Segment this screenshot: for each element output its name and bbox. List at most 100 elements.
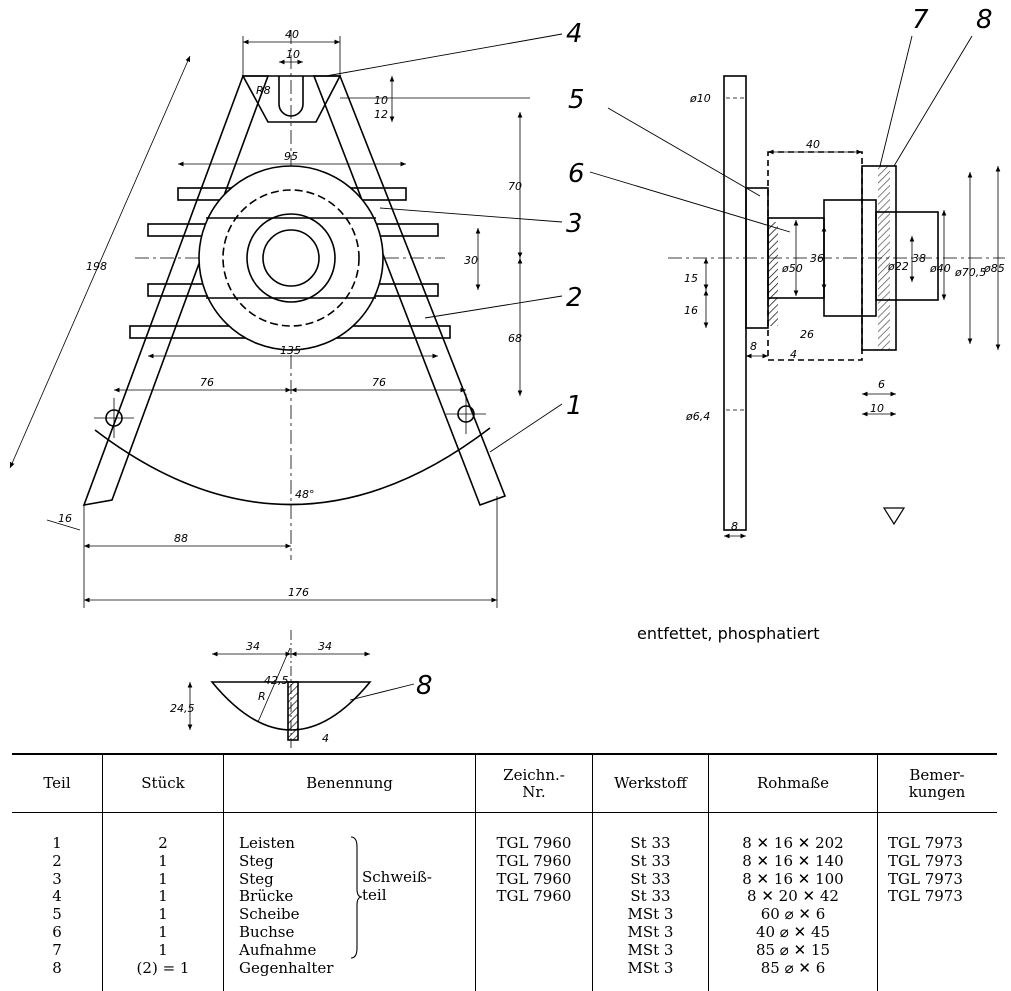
cell-werkstoff: St 33 xyxy=(630,834,671,852)
callout-part-6: 6 xyxy=(568,159,585,189)
column-rohmasse: 8 ✕ 16 ✕ 202 8 ✕ 16 ✕ 140 8 ✕ 16 ✕ 100 8… xyxy=(708,812,878,991)
dim-text: 40 xyxy=(285,28,299,41)
cell-stueck: 1 xyxy=(158,940,168,959)
dim-text: 40 xyxy=(806,138,820,151)
cell-werkstoff: St 33 xyxy=(630,851,671,870)
cell-zeichn: TGL 7960 xyxy=(496,851,572,870)
callout-part-1: 1 xyxy=(566,391,583,421)
cell-bemerkung: TGL 7973 xyxy=(888,869,963,888)
dim-text: 12 xyxy=(374,108,388,121)
header-bemerkungen: Bemer- kungen xyxy=(877,753,997,813)
header-zeichn-line1: Zeichn.- xyxy=(503,765,565,784)
cell-rohmasse: 60 ⌀ ✕ 6 xyxy=(760,905,826,924)
callout-labels: 1 2 3 4 5 6 7 8 8 xyxy=(416,5,993,701)
cell-bemerkung: TGL 7973 xyxy=(888,834,963,852)
detail-view xyxy=(187,630,372,748)
dim-text: 135 xyxy=(280,344,301,357)
weld-brace-icon xyxy=(350,836,363,959)
cell-werkstoff: MSt 3 xyxy=(627,958,674,977)
dim-text: 10 xyxy=(374,94,388,107)
cell-benennung: Brücke xyxy=(239,887,294,906)
cell-stueck: 1 xyxy=(158,905,168,924)
dim-text: 26 xyxy=(800,328,814,341)
dim-text: 198 xyxy=(86,260,107,273)
header-bem-line2: kungen xyxy=(908,782,966,801)
column-bemerkungen: TGL 7973 TGL 7973 TGL 7973 TGL 7973 xyxy=(877,812,997,991)
cell-rohmasse: 8 ✕ 16 ✕ 100 xyxy=(742,869,844,888)
dim-text: 8 xyxy=(731,520,738,533)
cell-bemerkung: TGL 7973 xyxy=(888,851,963,870)
dim-text: ø40 xyxy=(929,262,951,275)
column-teil: 1 2 3 4 5 6 7 8 xyxy=(12,813,103,991)
cell-zeichn: TGL 7960 xyxy=(496,834,572,852)
dim-text: R xyxy=(258,690,266,703)
cell-stueck: 1 xyxy=(158,851,168,870)
column-stueck: 2 1 1 1 1 1 1 (2) = 1 xyxy=(102,812,224,991)
cell-stueck: 2 xyxy=(158,834,168,852)
dim-text: ø6,4 xyxy=(685,410,710,423)
cell-rohmasse: 40 ⌀ ✕ 45 xyxy=(755,922,831,941)
dimension-labels: 40 10 R8 10 12 70 95 30 68 135 76 76 198… xyxy=(58,28,1005,745)
cell-rohmasse: 85 ⌀ ✕ 6 xyxy=(760,958,826,977)
dim-text: 88 xyxy=(174,532,188,545)
callout-part-8: 8 xyxy=(976,5,993,35)
table-body-row: 1 2 3 4 5 6 7 8 2 1 1 1 1 1 1 (2) = 1 xyxy=(12,812,997,991)
cell-benennung: Leisten xyxy=(239,834,295,852)
technical-drawing: 40 10 R8 10 12 70 95 30 68 135 76 76 198… xyxy=(9,5,1005,748)
weld-group-note: Schweiß- teil xyxy=(362,868,432,905)
cell-werkstoff: St 33 xyxy=(630,869,671,888)
surface-treatment-note: entfettet, phosphatiert xyxy=(637,624,820,643)
cell-teil: 1 xyxy=(52,834,62,852)
header-zeichn-nr: Zeichn.- Nr. xyxy=(475,753,593,813)
dim-text: 38 xyxy=(912,252,926,265)
header-werkstoff: Werkstoff xyxy=(592,753,709,813)
cell-teil: 5 xyxy=(52,905,62,924)
column-zeichn-nr: TGL 7960 TGL 7960 TGL 7960 TGL 7960 xyxy=(475,812,593,991)
cell-zeichn: TGL 7960 xyxy=(496,869,572,888)
callout-part-4: 4 xyxy=(566,19,583,49)
dim-text: 36 xyxy=(810,252,824,265)
cell-teil: 4 xyxy=(52,887,62,906)
cell-zeichn: TGL 7960 xyxy=(496,887,572,906)
dim-text: 70 xyxy=(508,180,522,193)
cell-stueck: 1 xyxy=(158,869,168,888)
cell-stueck: 1 xyxy=(158,887,168,906)
dim-text: R8 xyxy=(256,84,271,97)
cell-teil: 3 xyxy=(52,869,62,888)
dim-text: 42,5 xyxy=(264,674,289,687)
column-werkstoff: St 33 St 33 St 33 St 33 MSt 3 MSt 3 MSt … xyxy=(592,812,709,991)
dim-text: 10 xyxy=(870,402,884,415)
dim-text: 15 xyxy=(684,272,698,285)
cell-werkstoff: St 33 xyxy=(630,887,671,906)
weld-note-line1: Schweiß- xyxy=(362,868,432,886)
header-teil: Teil xyxy=(12,753,103,813)
cell-benennung: Scheibe xyxy=(239,905,300,924)
dim-text: 8 xyxy=(750,340,757,353)
dim-text: 10 xyxy=(286,48,300,61)
dim-text: 24,5 xyxy=(170,702,195,715)
table-header-row: Teil Stück Benennung Zeichn.- Nr. Werkst… xyxy=(12,753,997,813)
dim-text: 68 xyxy=(508,332,522,345)
dim-text: 95 xyxy=(284,150,298,163)
dim-text: 48° xyxy=(295,488,315,501)
callout-part-2: 2 xyxy=(566,283,583,313)
cell-werkstoff: MSt 3 xyxy=(627,922,674,941)
cell-teil: 2 xyxy=(52,851,62,870)
cell-rohmasse: 8 ✕ 16 ✕ 202 xyxy=(742,834,844,852)
cell-stueck: (2) = 1 xyxy=(136,958,190,977)
callout-part-5: 5 xyxy=(568,85,585,115)
dim-text: 6 xyxy=(878,378,885,391)
dim-text: 16 xyxy=(684,304,698,317)
cell-teil: 8 xyxy=(52,958,62,977)
cell-benennung: Steg xyxy=(239,869,274,888)
dim-text: ø10 xyxy=(689,92,711,105)
callout-part-7: 7 xyxy=(912,5,929,35)
dim-text: 16 xyxy=(58,512,72,525)
header-zeichn-line2: Nr. xyxy=(522,782,546,801)
front-view xyxy=(9,30,563,701)
cell-rohmasse: 8 ✕ 16 ✕ 140 xyxy=(742,851,844,870)
cell-stueck: 1 xyxy=(158,922,168,941)
weld-note-line2: teil xyxy=(362,885,387,904)
dim-text: 76 xyxy=(200,376,214,389)
dim-text: 176 xyxy=(288,586,309,599)
